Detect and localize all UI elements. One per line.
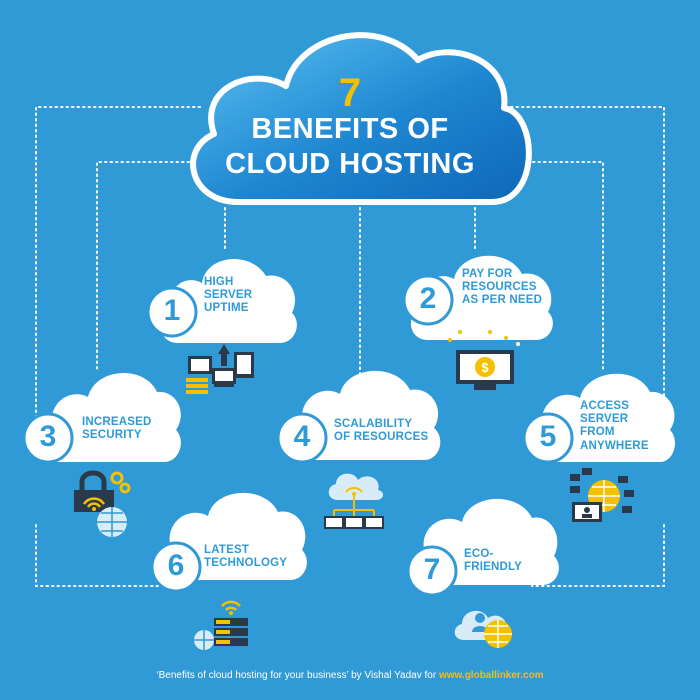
footer-credit: ‘Benefits of cloud hosting for your busi… — [0, 670, 700, 681]
benefit-number-2: 2 — [419, 282, 437, 315]
benefit-label-6: LATEST TECHNOLOGY — [204, 544, 288, 570]
badge-6 — [150, 541, 202, 593]
dollar-monitor-icon: $ — [448, 330, 520, 390]
title-line-1: BENEFITS OF — [251, 113, 449, 145]
title-cloud — [190, 32, 532, 205]
eco-cloud-icon — [454, 610, 512, 648]
badge-5 — [522, 412, 574, 464]
cloud-network-icon — [324, 473, 384, 529]
number-badges — [22, 274, 574, 597]
benefit-label-3: INCREASED SECURITY — [82, 416, 152, 442]
benefit-label-4: SCALABILITY OF RESOURCES — [334, 418, 429, 444]
cloud-3 — [39, 372, 181, 462]
badge-7 — [406, 545, 458, 597]
svg-text:$: $ — [481, 360, 489, 375]
badge-3 — [22, 412, 74, 464]
padlock-wifi-icon — [74, 470, 131, 537]
benefit-number-4: 4 — [293, 420, 311, 453]
servers-devices-icon — [186, 344, 254, 394]
benefit-number-3: 3 — [39, 420, 57, 453]
benefit-label-2: PAY FOR RESOURCES AS PER NEED — [462, 268, 543, 307]
badge-4 — [276, 412, 328, 464]
benefit-number-7: 7 — [423, 553, 441, 586]
global-access-icon — [570, 468, 634, 522]
badge-2 — [402, 274, 454, 326]
benefit-number-5: 5 — [539, 420, 557, 453]
benefit-label-7: ECO- FRIENDLY — [464, 548, 523, 574]
title-number: 7 — [338, 71, 362, 115]
footer-text: ‘Benefits of cloud hosting for your busi… — [156, 670, 439, 681]
title-line-2: CLOUD HOSTING — [225, 148, 475, 180]
footer-link[interactable]: www.globallinker.com — [438, 670, 544, 681]
benefit-number-1: 1 — [163, 294, 181, 327]
server-rack-wifi-icon — [194, 600, 248, 650]
cloud-2 — [410, 255, 553, 340]
connector-lines — [35, 106, 665, 587]
badge-1 — [146, 286, 198, 338]
benefit-number-6: 6 — [167, 549, 185, 582]
benefit-label-1: HIGH SERVER UPTIME — [204, 276, 253, 315]
benefit-label-5: ACCESS SERVER FROM ANYWHERE — [580, 400, 649, 452]
cloud-4 — [290, 370, 441, 460]
